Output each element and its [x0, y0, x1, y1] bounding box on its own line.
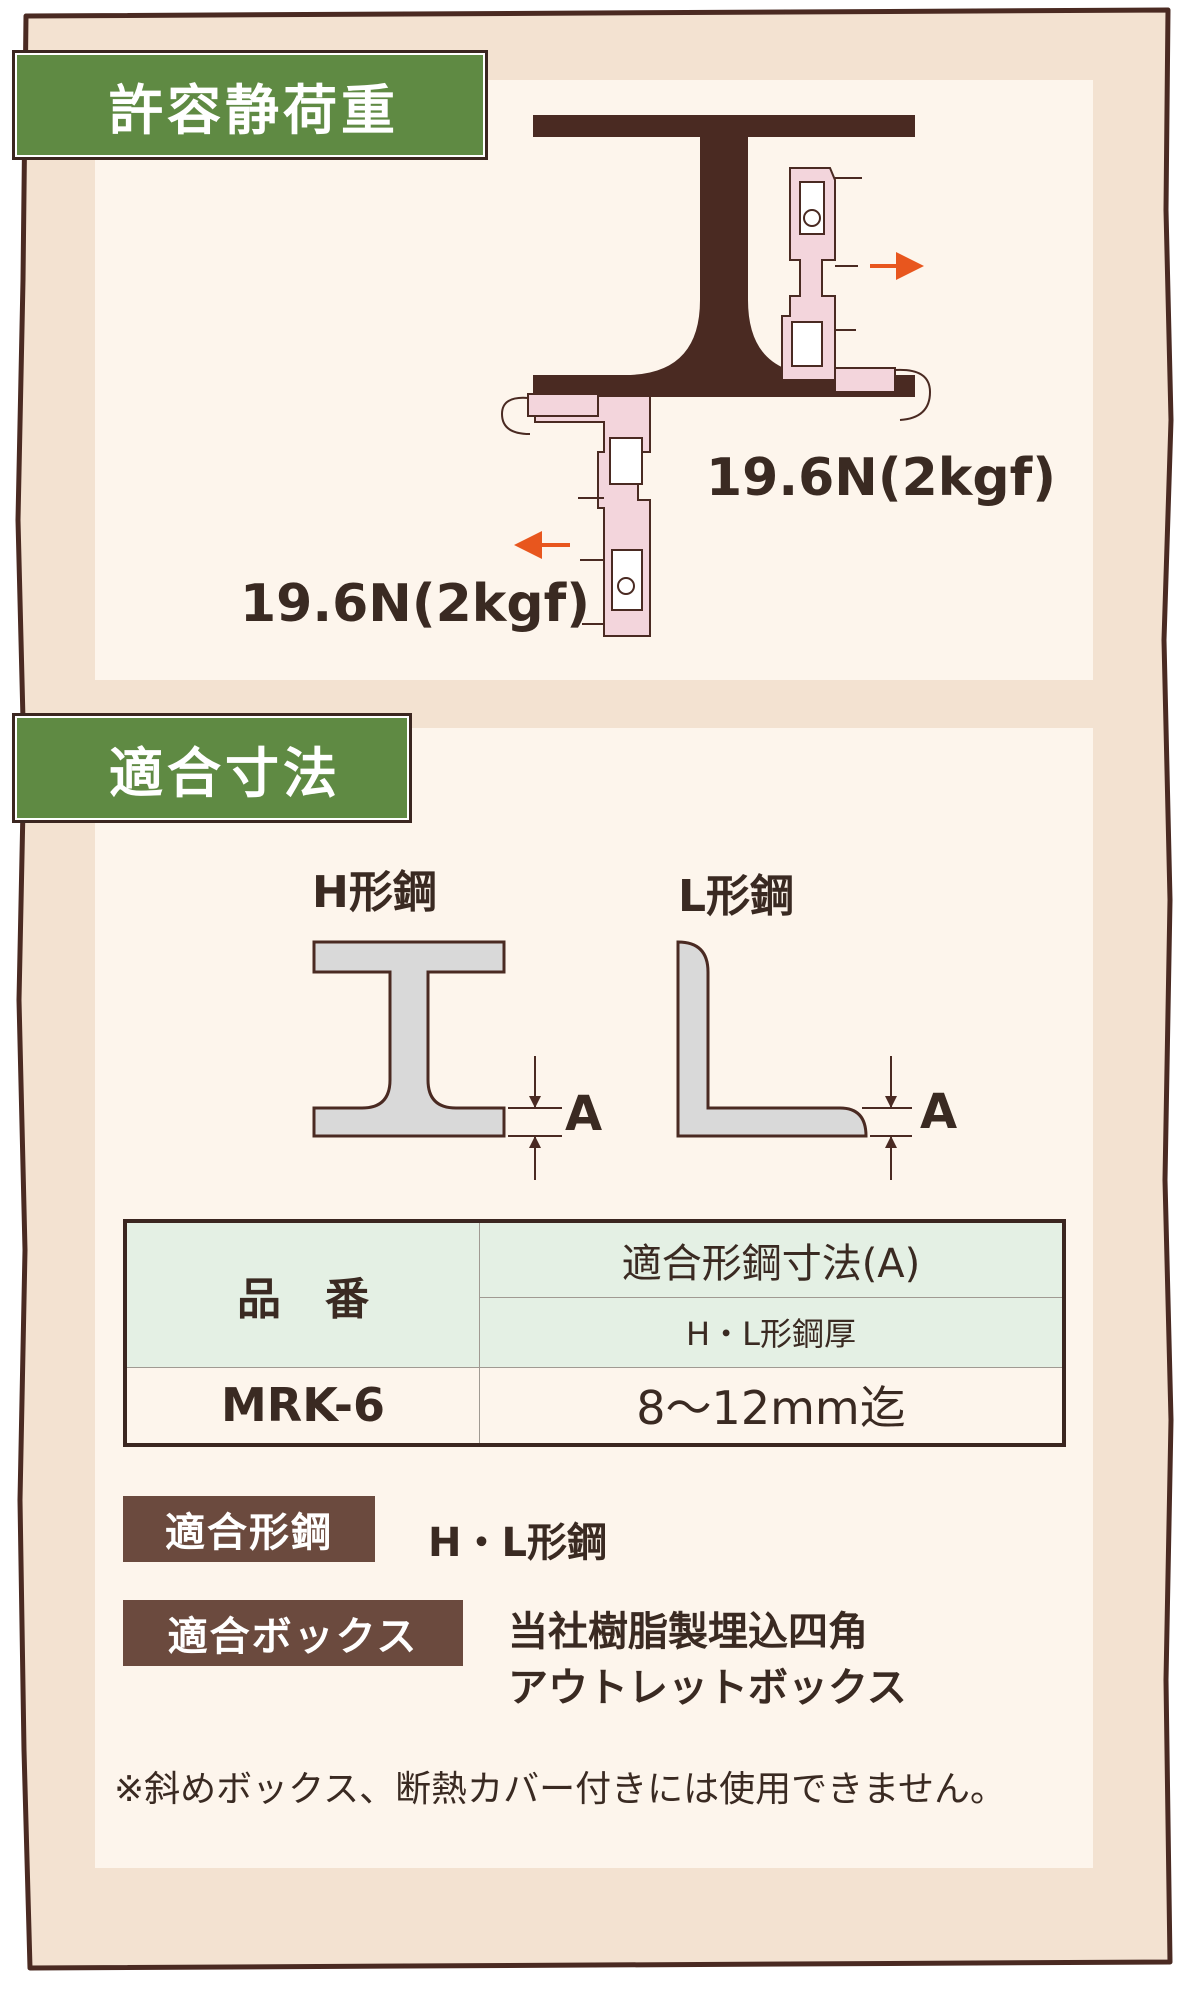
arrow-left: [514, 531, 570, 559]
box-badge: 適合ボックス: [123, 1600, 463, 1666]
l-dimension-marker: [862, 1056, 912, 1180]
fit-section-header: 適合寸法: [12, 713, 412, 823]
h-steel-label: H形鋼: [312, 867, 437, 918]
thickness-subheader: H・L形鋼厚: [686, 1315, 856, 1353]
h-dimension-label: A: [565, 1086, 603, 1142]
spec-table: 品 番 適合形鋼寸法(A) H・L形鋼厚 MRK-6 8〜12mm迄: [123, 1219, 1066, 1447]
thickness-subheader-cell: H・L形鋼厚: [479, 1296, 1065, 1368]
load-label-left: 19.6N(2kgf): [240, 574, 590, 634]
fit-dimension-header-cell: 適合形鋼寸法(A): [479, 1220, 1065, 1298]
table-row: MRK-6 8〜12mm迄: [124, 1366, 1065, 1446]
arrow-right: [870, 252, 924, 280]
beam-clip-diagram: [500, 115, 932, 637]
l-steel-section: [676, 940, 868, 1138]
model-header: 品 番: [237, 1273, 369, 1325]
steel-badge: 適合形鋼: [123, 1496, 375, 1562]
i-beam: [533, 115, 915, 397]
range-cell: 8〜12mm迄: [479, 1366, 1065, 1446]
steel-value: H・L形鋼: [428, 1520, 607, 1566]
l-dimension-label: A: [920, 1084, 958, 1140]
fit-dimension-header: 適合形鋼寸法(A): [621, 1240, 921, 1287]
load-label-right: 19.6N(2kgf): [706, 448, 1056, 508]
load-section-title: 許容静荷重: [109, 78, 399, 142]
h-dimension-marker: [508, 1056, 562, 1180]
box-value-line2: アウトレットボックス: [508, 1665, 907, 1711]
h-steel-section: [312, 940, 506, 1138]
usage-note: ※斜めボックス、断熱カバー付きには使用できません。: [114, 1769, 1007, 1810]
clip-upper-right: [781, 167, 932, 421]
model-header-cell: 品 番: [124, 1220, 480, 1368]
clip-lower-left: [500, 393, 651, 637]
load-section-header: 許容静荷重: [12, 50, 488, 160]
model-cell: MRK-6: [124, 1366, 480, 1446]
fit-section-title: 適合寸法: [109, 741, 341, 805]
range-value: 8〜12mm迄: [636, 1381, 906, 1436]
steel-sections: [312, 940, 912, 1180]
box-value-line1: 当社樹脂製埋込四角: [508, 1609, 868, 1655]
l-steel-label: L形鋼: [678, 871, 795, 922]
model-value: MRK-6: [221, 1378, 385, 1433]
